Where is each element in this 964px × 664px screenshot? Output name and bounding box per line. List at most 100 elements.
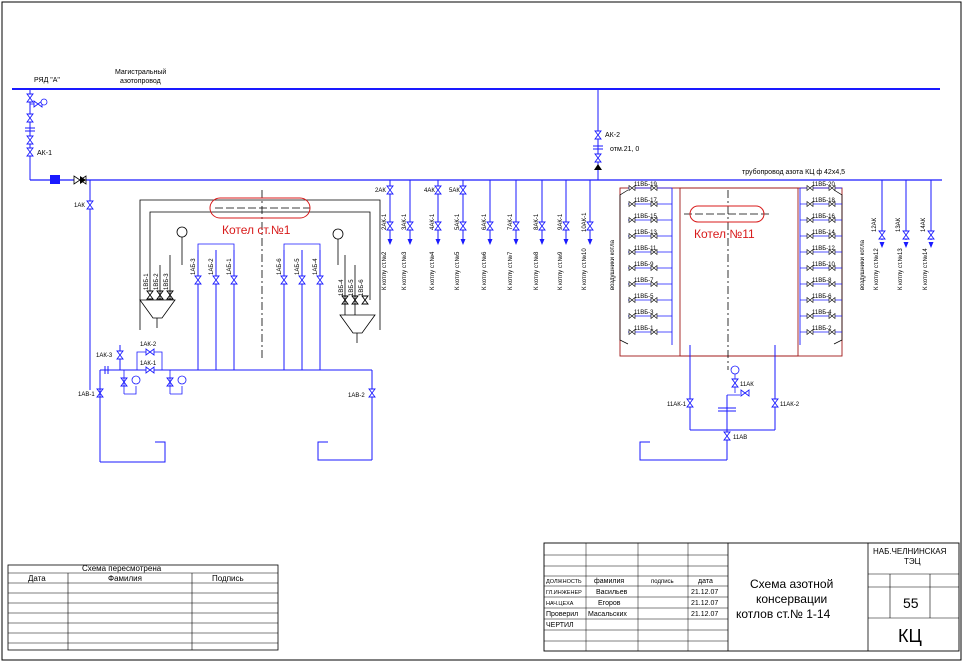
tb-header-role: ДОЛЖНОСТЬ [546,579,582,585]
boiler-11-valve-label: 11ВБ-17 [634,198,658,204]
blowdowns-label: воздушники котла [860,239,866,290]
boiler-11-valve-label: 11ВБ-19 [634,182,658,188]
tb-date-1: 21.12.07 [691,589,718,596]
row-a-label: РЯД "А" [34,77,60,84]
branch-2-mid-label: 2АК-1 [382,213,388,230]
title-block: ДОЛЖНОСТЬ фамилия подпись дата ГЛ.ИНЖЕНЕ… [543,542,960,652]
main-pipe-label-1: Магистральный [115,68,166,76]
valve-1vb-4-label: 1ВБ-4 [339,279,345,296]
boiler-11-valve-label: 11ВБ-18 [812,198,836,204]
branch-7-dest-label: К котлу ст.№7 [507,251,514,290]
drawing-title-1: Схема азотной [750,577,833,591]
valve-1ak-label: 1АК [74,203,85,209]
branch-4-top-label: 4АК [424,188,435,194]
review-col-sign: Подпись [212,574,244,583]
valve-1ak1-label: 1АК-1 [140,361,157,367]
valve-1av-1-label: 1АВ-1 [78,392,95,398]
branch-8-dest-label: К котлу ст.№8 [533,251,540,290]
branch-valve-8: 8АК-1 К котлу ст.№8 [533,180,546,290]
boiler-11-valve-label: 11ВБ-5 [634,294,654,300]
branch-7-mid-label: 7АК-1 [508,213,514,230]
branch-13-dest-label: К котлу ст.№13 [897,248,904,290]
boiler-11-valve-label: 11ВБ-11 [634,246,657,252]
branch-6-mid-label: 6АК-1 [482,213,488,230]
branch-valve-13: 13АК К котлу ст.№13 [896,180,910,290]
boiler-11-valve-label: 11ВБ-10 [812,262,836,268]
boiler-11-valve-label: 11ВБ-16 [812,214,836,220]
branch-14-dest-label: К котлу ст.№14 [922,248,929,290]
valve-1ab-4-label: 1АБ-4 [313,258,319,275]
branch-14-top-label: 14АК [921,217,927,232]
branch-valve-7: 7АК-1 К котлу ст.№7 [507,180,520,290]
valve-11ak2-label: 11АК-2 [780,402,800,408]
tb-header-name: фамилия [594,578,624,585]
tb-date-2: 21.12.07 [691,600,718,607]
boiler-11-valve-row: 11ВБ-13 [628,230,672,240]
review-table: Схема пересмотрена Дата Фамилия Подпись [7,564,279,651]
pressure-gauge-icon [177,375,187,385]
boiler-11-drum [689,205,765,223]
tb-name-2: Егоров [598,600,621,607]
valve-1ab-5-label: 1АБ-5 [295,258,301,275]
pipeline-kc-label: трубопровод азота КЦ ф 42х4,5 [742,168,845,176]
branch-12-top-label: 12АК [872,217,878,232]
boiler-11-group: Котел №11 воздушники котла воздушники ко… [610,182,866,461]
valve-11ak-label: 11АК [740,382,754,388]
boiler-1-label: Котел ст.№1 [222,223,291,237]
valve-1ak2-label: 1АК-2 [140,342,157,348]
tb-date-3: 21.12.07 [691,611,718,618]
tb-name-3: Масальских [588,611,627,618]
boiler-11-valve-label: 11ВБ-1 [634,326,654,332]
branch-valve-14: 14АК К котлу ст.№14 [921,180,935,290]
tb-header-sign: подпись [651,579,674,585]
boiler-1-group: Котел ст.№1 1ВБ-1 1ВБ-2 1ВБ-3 1АБ-3 1АБ-… [100,190,381,460]
branch-2-top-label: 2АК [375,188,386,194]
boiler-11-valve-row: 11ВБ-4 [800,310,842,320]
pressure-gauge-icon [131,375,141,385]
branch-valve-6: 6АК-1 К котлу ст.№6 [481,180,494,290]
boiler-11-valve-row: 11ВБ-9 [628,262,672,272]
branch-3-mid-label: 3АК-1 [402,213,408,230]
valve-1ab-6-label: 1АБ-6 [277,258,283,275]
boiler-11-valve-row: 11ВБ-19 [628,182,672,192]
valve-1ab-1-label: 1АБ-1 [227,258,233,275]
boiler-11-valve-row: 11ВБ-8 [800,278,842,288]
boiler-11-valve-row: 11ВБ-17 [628,198,672,208]
branch-3-dest-label: К котлу ст.№3 [401,251,408,290]
boiler-11-valve-row: 11ВБ-11 [628,246,672,256]
valve-1ab-2-label: 1АБ-2 [209,258,215,275]
boiler-11-right-valves: 11ВБ-2011ВБ-1811ВБ-1611ВБ-1411ВБ-1211ВБ-… [800,182,842,336]
boiler-11-valve-row: 11ВБ-18 [800,198,842,208]
boiler-11-valve-row: 11ВБ-5 [628,294,672,304]
boiler-11-valve-row: 11ВБ-10 [800,262,842,272]
valve-1av-2-label: 1АВ-2 [348,393,365,399]
valve-1vb-5-label: 1ВБ-5 [349,279,355,296]
drawing-title-2: консервации [756,592,827,606]
branch-2-dest-label: К котлу ст.№2 [381,251,388,290]
branch-9-dest-label: К котлу ст.№9 [557,251,564,290]
pressure-gauge-icon [730,365,740,375]
boiler-11-valve-label: 11ВБ-8 [812,278,832,284]
boiler-11-valve-row: 11ВБ-1 [628,326,672,336]
boiler-11-valve-label: 11ВБ-9 [634,262,654,268]
boiler-11-valve-label: 11ВБ-12 [812,246,836,252]
branch-5-mid-label: 5АК-1 [455,213,461,230]
boiler-1-drum [209,197,311,219]
drawing-title-3: котлов ст.№ 1-14 [736,607,831,621]
boiler-11-valve-row: 11ВБ-20 [800,182,842,192]
tb-name-1: Васильев [596,589,628,596]
org-name-1: НАБ.ЧЕЛНИНСКАЯ [873,547,947,556]
elevation-mark: отм.21, 0 [610,146,639,153]
boiler-11-valve-label: 11ВБ-4 [812,310,832,316]
boiler-11-valve-row: 11ВБ-3 [628,310,672,320]
boiler-11-valve-label: 11ВБ-13 [634,230,658,236]
branch-valves: 2АК 2АК-1 К котлу ст.№2 3АК-1 К котлу ст… [375,180,594,290]
boiler-11-label: Котел №11 [694,227,755,241]
flow-meter-icon [50,175,60,184]
branch-10-dest-label: К котлу ст.№10 [581,248,588,290]
drawing-code: КЦ [898,626,922,646]
boiler-11-inner [679,187,799,357]
branch-valve-2: 2АК 2АК-1 К котлу ст.№2 [375,180,394,290]
pressure-gauge-icon [40,98,48,106]
